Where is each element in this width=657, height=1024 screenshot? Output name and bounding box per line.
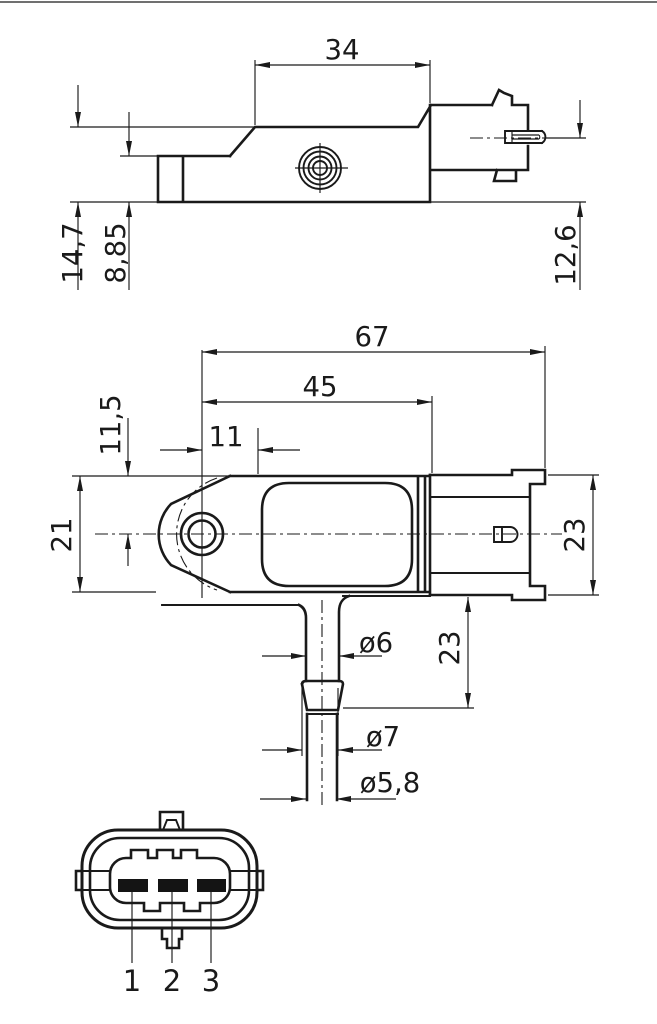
dim-port-barb-dia-label: ø7 (366, 721, 400, 753)
dim-hole-edge-offset-label: 11 (209, 421, 244, 453)
dim-port-stem-dia: ø6 (262, 627, 393, 659)
sensor-cover (260, 481, 414, 588)
dim-pin-height-label: 12,6 (550, 224, 582, 285)
plan-connector-inner-lines (430, 496, 531, 574)
dim-body-length-label: 45 (303, 371, 338, 403)
dim-connector-width-label: 23 (559, 518, 591, 553)
dim-port-length: 23 (343, 597, 474, 709)
plan-view: 67 45 11 11,5 21 (46, 321, 599, 808)
top-key-tab (158, 810, 185, 832)
left-side-tab (74, 869, 84, 892)
dim-flange-height-label: 8,85 (100, 222, 132, 283)
top-key-tab-notch (161, 819, 182, 832)
dim-hole-top-offset-label: 11,5 (95, 394, 127, 455)
dim-lug-width-label: 21 (46, 518, 78, 553)
dim-overall-length: 67 (202, 321, 546, 468)
dim-port-tip-dia-label: ø5,8 (360, 767, 421, 799)
connector-inner-shell (88, 836, 251, 922)
connector-outer-shell (80, 828, 259, 930)
boss-centerlines (295, 143, 348, 193)
connector-face-view: 1 2 3 (74, 810, 265, 998)
dim-total-height-label: 14,7 (57, 222, 89, 283)
dim-port-tip-dia: ø5,8 (260, 767, 421, 802)
dim-top-width: 34 (254, 34, 431, 125)
dim-port-barb-dia: ø7 (262, 688, 400, 756)
connector-pin-side (470, 129, 569, 145)
dim-port-length-label: 23 (434, 631, 466, 666)
side-view: 34 14,7 8,85 12,6 (57, 34, 586, 290)
dim-total-height: 14,7 (57, 85, 255, 290)
pin-3-label: 3 (202, 964, 220, 998)
pin-leader-lines (131, 892, 212, 963)
dim-port-stem-dia-label: ø6 (359, 627, 393, 659)
plan-body-outline (157, 473, 432, 597)
screw-boss (295, 143, 348, 193)
dim-body-length: 45 (202, 371, 433, 473)
plan-connector (428, 468, 547, 602)
side-tab-slots (81, 870, 258, 891)
plan-pin-detail (493, 526, 519, 543)
dim-flange-height: 8,85 (100, 112, 158, 290)
castellated-shroud (108, 848, 232, 913)
right-side-tab (255, 869, 265, 892)
pressure-port (161, 594, 431, 802)
dim-connector-width: 23 (548, 474, 599, 596)
pin-3 (197, 879, 226, 892)
bottom-key-tab (160, 926, 184, 950)
dim-hole-top-offset: 11,5 (72, 394, 230, 566)
pin-1-label: 1 (123, 964, 141, 998)
pin-2-label: 2 (163, 964, 181, 998)
pin-1 (118, 879, 148, 892)
dim-top-width-label: 34 (325, 34, 360, 66)
side-body-outline (156, 88, 530, 204)
dim-hole-edge-offset: 11 (160, 421, 300, 474)
dim-lug-width: 21 (46, 476, 156, 593)
pin-2 (158, 879, 188, 892)
dim-pin-height: 12,6 (430, 100, 586, 290)
dim-overall-length-label: 67 (355, 321, 390, 353)
